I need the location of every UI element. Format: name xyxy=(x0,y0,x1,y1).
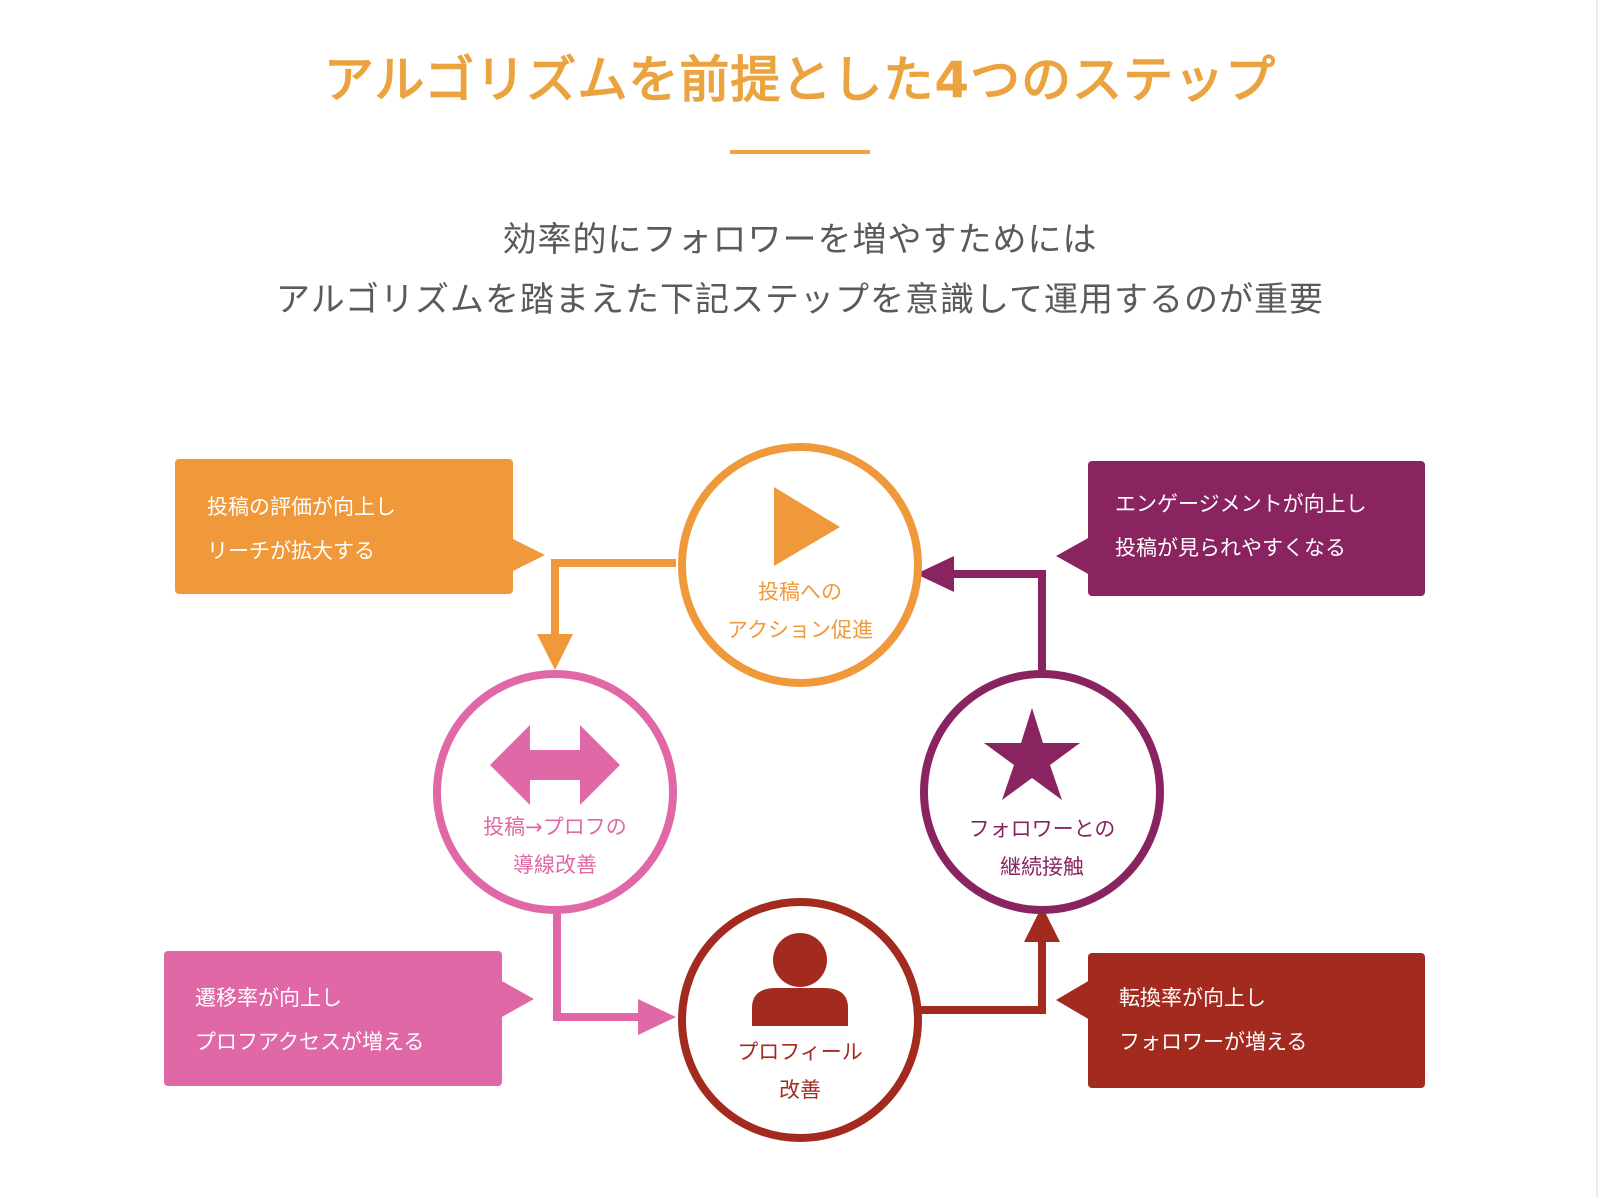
step-label-line-1: フォロワーとの xyxy=(968,817,1116,841)
step-label-line-1: 投稿→プロフの xyxy=(483,815,627,839)
subtitle-line-2: アルゴリズムを踏まえた下記ステップを意識して運用するのが重要 xyxy=(276,280,1324,320)
step-label-line-2: 導線改善 xyxy=(513,853,597,877)
step-label-post-action: 投稿への アクション促進 xyxy=(700,573,900,649)
step-label-profile: プロフィール 改善 xyxy=(700,1033,900,1109)
person-icon xyxy=(752,933,848,1026)
step-circle-contact xyxy=(920,670,1164,914)
double-arrow-icon xyxy=(490,725,620,805)
callout-line-1: 投稿の評価が向上し xyxy=(207,495,396,519)
callout-line-2: リーチが拡大する xyxy=(207,539,375,563)
arrow-head-up-icon xyxy=(1024,906,1060,942)
step-circle-post-action xyxy=(678,443,922,687)
step-label-line-1: 投稿への xyxy=(758,580,842,604)
step-label-line-1: プロフィール xyxy=(737,1040,863,1064)
subtitle-line-1: 効率的にフォロワーを増やすためには xyxy=(502,220,1098,260)
callout-text-navigation: 遷移率が向上し プロフアクセスが増える xyxy=(195,976,424,1064)
step-label-line-2: 改善 xyxy=(779,1078,821,1102)
callout-text-profile: 転換率が向上し フォロワーが増える xyxy=(1119,976,1307,1064)
callout-text-contact: エンゲージメントが向上し 投稿が見られやすくなる xyxy=(1115,482,1367,570)
step-label-line-2: アクション促進 xyxy=(727,618,873,642)
arrow-head-right-icon xyxy=(638,999,676,1035)
callout-line-2: 投稿が見られやすくなる xyxy=(1115,536,1346,560)
callout-box-post-action xyxy=(175,459,545,594)
callout-line-1: 転換率が向上し xyxy=(1119,986,1266,1010)
step-label-contact: フォロワーとの 継続接触 xyxy=(942,810,1142,886)
callout-line-1: 遷移率が向上し xyxy=(195,986,342,1010)
connector-left-to-bottom xyxy=(553,912,676,1035)
callout-line-2: フォロワーが増える xyxy=(1119,1030,1308,1054)
connector-bottom-to-right xyxy=(920,906,1060,1014)
step-label-navigation: 投稿→プロフの 導線改善 xyxy=(455,808,655,884)
callout-box-contact xyxy=(1056,461,1425,596)
step-circle-navigation xyxy=(433,670,677,914)
callout-box-navigation xyxy=(164,951,534,1086)
arrow-head-left-icon xyxy=(916,556,954,592)
callout-line-1: エンゲージメントが向上し xyxy=(1115,492,1367,516)
page-edge-line xyxy=(1596,0,1598,1198)
arrow-head-down-icon xyxy=(537,634,573,670)
callout-box-profile xyxy=(1056,953,1425,1088)
callout-text-post-action: 投稿の評価が向上し リーチが拡大する xyxy=(207,485,396,573)
title-divider xyxy=(730,150,870,154)
page-title: アルゴリズムを前提とした4つのステップ xyxy=(323,51,1277,109)
callout-line-2: プロフアクセスが増える xyxy=(195,1030,425,1054)
connector-top-to-left xyxy=(537,559,676,670)
step-label-line-2: 継続接触 xyxy=(1000,855,1084,879)
play-icon xyxy=(774,487,840,566)
star-icon xyxy=(984,708,1080,800)
connector-right-to-top xyxy=(916,556,1046,670)
